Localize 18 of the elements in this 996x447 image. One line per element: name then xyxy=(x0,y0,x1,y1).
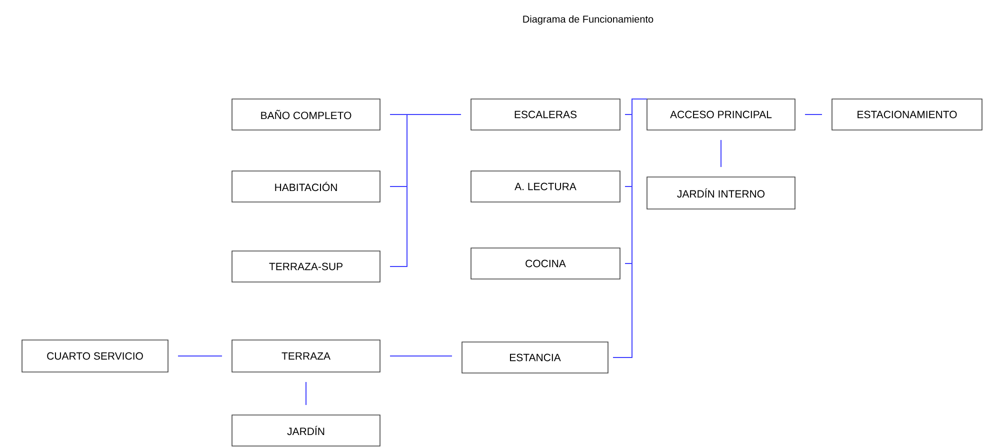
connector-line xyxy=(612,98,648,358)
room-box: TERRAZA xyxy=(232,340,380,372)
room-box: ESCALERAS xyxy=(470,98,620,130)
room-box: COCINA xyxy=(470,248,620,280)
title: Diagrama de Funcionamiento xyxy=(523,15,654,25)
room-box: ACCESO PRINCIPAL xyxy=(646,98,796,130)
room-box: CUARTO SERVICIO xyxy=(22,340,168,372)
connector-line xyxy=(720,140,722,168)
room-box: TERRAZA-SUP xyxy=(232,250,380,282)
room-box: JARDÍN INTERNO xyxy=(646,176,796,210)
room-box: ESTANCIA xyxy=(462,342,608,374)
room-box: ESTACIONAMIENTO xyxy=(832,98,982,130)
connector-line xyxy=(804,114,822,115)
room-box: JARDÍN xyxy=(232,414,380,446)
room-box: BAÑO COMPLETO xyxy=(232,98,380,130)
connector-line xyxy=(390,114,462,267)
room-box: A. LECTURA xyxy=(470,170,620,202)
room-box: HABITACIÓN xyxy=(232,170,380,202)
